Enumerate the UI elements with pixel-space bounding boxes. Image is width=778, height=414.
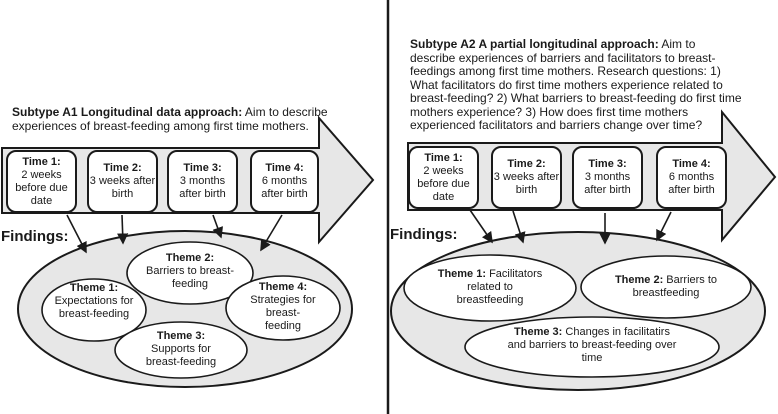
theme-desc: Barriers to breast-feeding	[145, 265, 235, 290]
theme-left-2: Theme 2: Barriers to breast-feeding	[145, 252, 235, 291]
connector-arrow-right-2	[512, 210, 526, 244]
theme-label: Theme 2:	[614, 274, 664, 286]
theme-label: Theme 3:	[514, 326, 563, 338]
subtype-a2-title: Subtype A2 A partial longitudinal approa…	[410, 37, 742, 133]
theme-label: Theme 1:	[69, 282, 119, 294]
theme-left-3: Theme 3: Supports for breast-feeding	[136, 330, 226, 369]
theme-left-4: Theme 4: Strategies for breast-feeding	[248, 281, 318, 333]
findings-label-left: Findings:	[1, 228, 69, 245]
connector-arrow-right-4	[656, 211, 672, 242]
time-box-desc: 3 months after birth	[584, 171, 631, 196]
time-box-left-1: Time 1: 2 weeks before due date	[6, 150, 77, 213]
theme-ellipse-left-3	[114, 321, 248, 379]
theme-ellipse-left-4	[225, 275, 341, 341]
time-box-label: Time 2:	[103, 162, 142, 174]
time-box-left-4: Time 4: 6 months after birth	[250, 150, 319, 213]
theme-label: Theme 2:	[165, 252, 215, 264]
time-box-label: Time 3:	[183, 162, 222, 174]
time-box-label: Time 4:	[265, 162, 304, 174]
theme-desc: Strategies for breast-feeding	[250, 294, 316, 332]
time-box-left-3: Time 3: 3 months after birth	[167, 150, 238, 213]
theme-ellipse-left-1	[41, 278, 147, 342]
connector-arrow-right-1	[469, 209, 493, 244]
theme-ellipse-right-3	[464, 316, 720, 378]
time-box-desc: 3 weeks after birth	[89, 175, 156, 200]
time-box-label: Time 2:	[507, 158, 546, 170]
theme-ellipse-right-2	[580, 255, 752, 319]
theme-left-1: Theme 1: Expectations for breast-feeding	[54, 282, 134, 321]
time-box-label: Time 1:	[22, 155, 61, 168]
time-box-right-3: Time 3: 3 months after birth	[572, 146, 643, 209]
time-box-left-2: Time 2: 3 weeks after birth	[87, 150, 158, 213]
time-box-desc: 2 weeks before due date	[15, 168, 68, 207]
time-box-desc: 6 months after birth	[261, 175, 308, 200]
time-box-desc: 3 months after birth	[179, 175, 226, 200]
time-box-desc: 3 weeks after birth	[493, 171, 560, 196]
time-box-desc: 6 months after birth	[668, 171, 715, 196]
subtype-a1-title-bold: Subtype A1 Longitudinal data approach:	[12, 105, 243, 119]
theme-ellipse-left-2	[126, 241, 254, 305]
theme-desc: Changes in facilitatirs and barriers to …	[507, 326, 677, 364]
theme-label: Theme 1:	[437, 268, 487, 280]
theme-ellipse-right-1	[403, 254, 577, 322]
findings-ellipse-left	[17, 230, 353, 388]
theme-desc: Facilitators related to breastfeeding	[456, 268, 543, 306]
theme-right-2: Theme 2: Barriers to breastfeeding	[611, 274, 721, 300]
time-box-right-2: Time 2: 3 weeks after birth	[491, 146, 562, 209]
time-box-desc: 2 weeks before due date	[417, 164, 470, 203]
subtype-a1-title: Subtype A1 Longitudinal data approach: A…	[12, 105, 332, 133]
time-box-right-1: Time 1: 2 weeks before due date	[408, 146, 479, 209]
theme-desc: Barriers to breastfeeding	[632, 274, 718, 299]
theme-right-1: Theme 1: Facilitators related to breastf…	[434, 268, 546, 307]
findings-label-right: Findings:	[390, 226, 458, 243]
time-box-right-4: Time 4: 6 months after birth	[656, 146, 727, 209]
subtype-a2-title-bold: Subtype A2 A partial longitudinal approa…	[410, 37, 659, 51]
connector-arrow-left-3	[212, 214, 223, 239]
theme-right-3: Theme 3: Changes in facilitatirs and bar…	[506, 326, 678, 365]
time-box-label: Time 1:	[424, 151, 463, 164]
connector-arrow-left-4	[260, 214, 283, 252]
time-box-label: Time 4:	[672, 158, 711, 170]
theme-label: Theme 3:	[156, 330, 206, 342]
theme-desc: Supports for breast-feeding	[145, 343, 217, 368]
subtype-a2-title-rest: Aim to describe experiences of barriers …	[410, 37, 742, 132]
time-box-label: Time 3:	[588, 158, 627, 170]
subtype-a1-title-rest: Aim to describe experiences of breast-fe…	[12, 105, 328, 133]
connector-arrow-left-2	[117, 214, 129, 245]
theme-desc: Expectations for breast-feeding	[54, 295, 134, 320]
theme-label: Theme 4:	[258, 281, 308, 293]
connector-arrow-left-1	[66, 214, 87, 254]
